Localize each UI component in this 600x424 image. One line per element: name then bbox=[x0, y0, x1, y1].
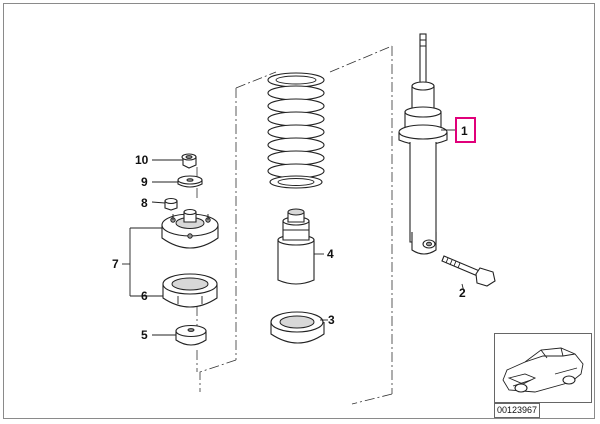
callout-4: 4 bbox=[327, 247, 334, 261]
nut-part-8 bbox=[164, 197, 178, 211]
callout-1-highlight bbox=[455, 117, 476, 143]
washer-part-9 bbox=[177, 175, 203, 188]
callout-6: 6 bbox=[141, 289, 148, 303]
bolt-part-2 bbox=[441, 255, 496, 287]
callout-1: 1 bbox=[461, 124, 468, 138]
vehicle-thumbnail bbox=[494, 333, 592, 403]
bearing-ring-part-6 bbox=[162, 273, 218, 308]
callout-5: 5 bbox=[141, 328, 148, 342]
document-number: 00123967 bbox=[494, 403, 541, 418]
callout-9: 9 bbox=[141, 175, 148, 189]
diagram-frame bbox=[3, 3, 595, 419]
callout-2: 2 bbox=[459, 286, 466, 300]
callout-labels: 1 2 3 4 5 6 7 8 9 10 bbox=[112, 117, 476, 342]
leader-lines bbox=[122, 129, 465, 336]
strut-mount-upper bbox=[161, 208, 219, 249]
shock-absorber-part-1 bbox=[398, 33, 448, 255]
callout-8: 8 bbox=[141, 196, 148, 210]
callout-7: 7 bbox=[112, 257, 119, 271]
car-outline-icon bbox=[502, 347, 584, 393]
nut-part-10 bbox=[181, 153, 197, 169]
cap-part-5 bbox=[175, 324, 207, 346]
coil-spring bbox=[267, 72, 325, 189]
callout-10: 10 bbox=[135, 153, 149, 167]
bump-stop-part-4 bbox=[277, 208, 315, 285]
callout-3: 3 bbox=[328, 313, 335, 327]
spring-pad-part-3 bbox=[270, 311, 325, 344]
